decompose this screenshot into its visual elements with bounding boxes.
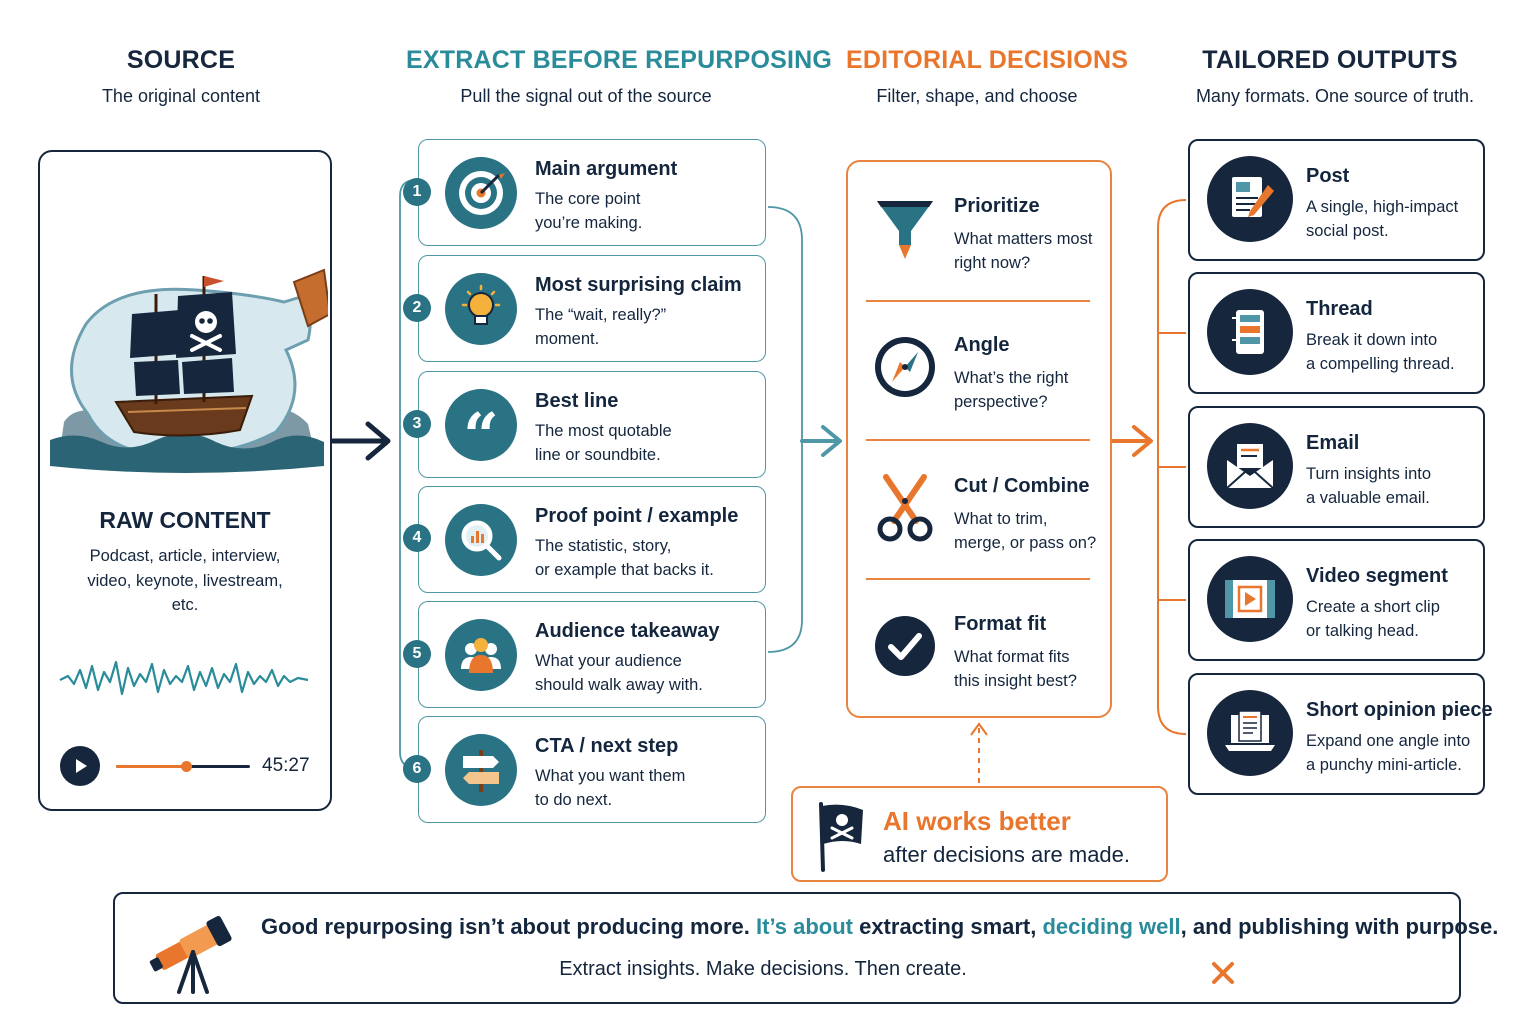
source-title: SOURCE <box>126 46 236 74</box>
progress-fill <box>116 765 186 768</box>
ship-in-bottle-illustration <box>50 268 328 473</box>
extract-desc-2: The “wait, really?”moment. <box>535 306 667 348</box>
editorial-divider <box>866 578 1090 580</box>
target-icon <box>445 157 517 229</box>
step-number-3: 3 <box>403 410 431 438</box>
editorial-divider <box>866 300 1090 302</box>
editorial-title-3: Cut / Combine <box>954 475 1090 497</box>
extract-title-1: Main argument <box>535 158 678 180</box>
ai-note-line2: after decisions are made. <box>883 842 1131 867</box>
editorial-title-2: Angle <box>954 334 1010 356</box>
output-title-1: Post <box>1306 165 1350 187</box>
editorial-desc-3: What to trim,merge, or pass on? <box>954 510 1097 552</box>
laptop-article-icon <box>1207 690 1293 776</box>
compass-icon <box>870 332 940 402</box>
source-subtitle: The original content <box>101 86 261 106</box>
step-number-2: 2 <box>403 294 431 322</box>
output-card-opinion: Short opinion piece Expand one angle int… <box>1188 673 1493 795</box>
progress-knob[interactable] <box>180 761 192 772</box>
extract-title-6: CTA / next step <box>535 735 679 757</box>
lightbulb-icon <box>445 273 517 345</box>
extract-card-surprising-claim: Most surprising claim The “wait, really?… <box>418 255 766 362</box>
audio-waveform <box>59 660 309 696</box>
funnel-icon <box>870 193 940 263</box>
checkmark-icon <box>870 611 940 681</box>
footer-message: Good repurposing isn’t about producing m… <box>261 914 1499 939</box>
output-title-2: Thread <box>1306 298 1373 320</box>
quote-icon: “ <box>445 389 517 467</box>
footer-tagline: Extract insights. Make decisions. Then c… <box>559 958 967 980</box>
magnifier-chart-icon <box>445 504 517 576</box>
footer-banner: Good repurposing isn’t about producing m… <box>113 892 1498 1004</box>
step-number-5: 5 <box>403 640 431 668</box>
extract-subtitle: Pull the signal out of the source <box>460 86 712 106</box>
output-title-5: Short opinion piece <box>1306 699 1493 721</box>
progress-track[interactable] <box>116 761 250 772</box>
signpost-icon <box>445 734 517 806</box>
source-card: RAW CONTENT Podcast, article, interview,… <box>38 150 332 811</box>
editorial-title-1: Prioritize <box>954 195 1040 217</box>
editorial-item-cut-combine: Cut / Combine What to trim,merge, or pas… <box>848 445 1110 585</box>
step-number-1: 1 <box>403 178 431 206</box>
audience-icon <box>445 619 517 691</box>
x-mark-icon <box>1212 962 1234 984</box>
output-title-4: Video segment <box>1306 565 1448 587</box>
source-heading: RAW CONTENT <box>99 507 271 533</box>
telescope-icon <box>149 915 232 994</box>
editorial-divider <box>866 439 1090 441</box>
editorial-title-4: Format fit <box>954 613 1047 635</box>
play-button[interactable] <box>60 746 100 786</box>
thread-icon <box>1207 289 1293 375</box>
extract-title-2: Most surprising claim <box>535 274 742 296</box>
step-number-4: 4 <box>403 524 431 552</box>
extract-card-proof-point: Proof point / example The statistic, sto… <box>418 486 766 593</box>
editorial-subtitle: Filter, shape, and choose <box>876 86 1078 106</box>
ai-note-box: AI works better after decisions are made… <box>791 786 1168 882</box>
editorial-title: EDITORIAL DECISIONS <box>846 46 1129 74</box>
ai-note-line1: AI works better <box>883 806 1071 836</box>
document-pen-icon <box>1207 156 1293 242</box>
pirate-flag-icon <box>819 802 863 872</box>
outputs-subtitle: Many formats. One source of truth. <box>1195 86 1475 106</box>
play-icon <box>76 759 87 773</box>
extract-title-4: Proof point / example <box>535 505 739 527</box>
extract-desc-4: The statistic, story,or example that bac… <box>535 537 714 579</box>
extract-title-3: Best line <box>535 390 619 412</box>
extract-title-5: Audience takeaway <box>535 620 720 642</box>
outputs-title: TAILORED OUTPUTS <box>1202 46 1458 74</box>
step-number-6: 6 <box>403 755 431 783</box>
source-description: Podcast, article, interview, video, keyn… <box>87 547 283 614</box>
scissors-icon <box>870 473 940 543</box>
video-play-icon <box>1207 556 1293 642</box>
extract-title: EXTRACT BEFORE REPURPOSING <box>406 46 833 74</box>
player-time: 45:27 <box>262 755 310 776</box>
output-title-3: Email <box>1306 432 1360 454</box>
envelope-icon <box>1207 423 1293 509</box>
